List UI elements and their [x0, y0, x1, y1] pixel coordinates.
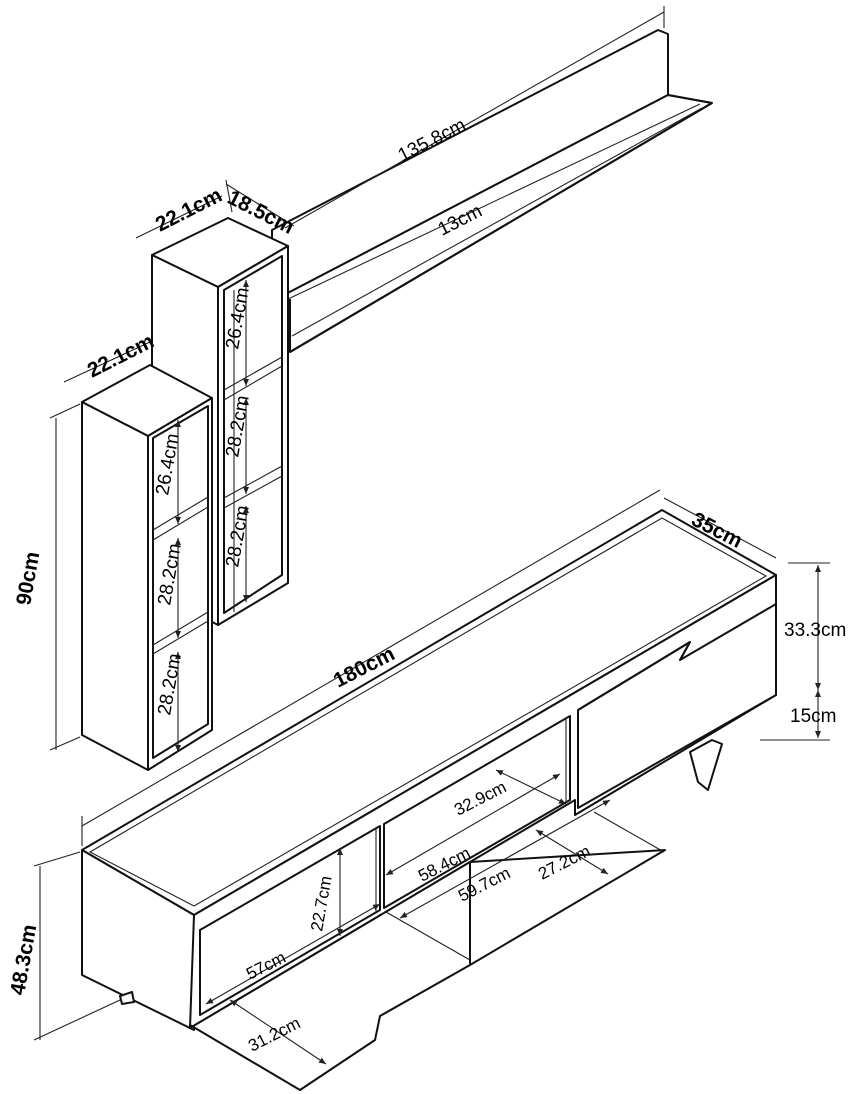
- short-wall-unit: [49, 341, 213, 771]
- leg-height-label: 15cm: [790, 706, 836, 727]
- tv-body-height-label: 33.3cm: [784, 620, 846, 641]
- wall-shelf: [271, 6, 713, 353]
- tv-total-height-label: 48.3cm: [6, 923, 41, 997]
- short-unit-height-label: 90cm: [12, 550, 44, 607]
- tv-stand: [33, 489, 830, 1091]
